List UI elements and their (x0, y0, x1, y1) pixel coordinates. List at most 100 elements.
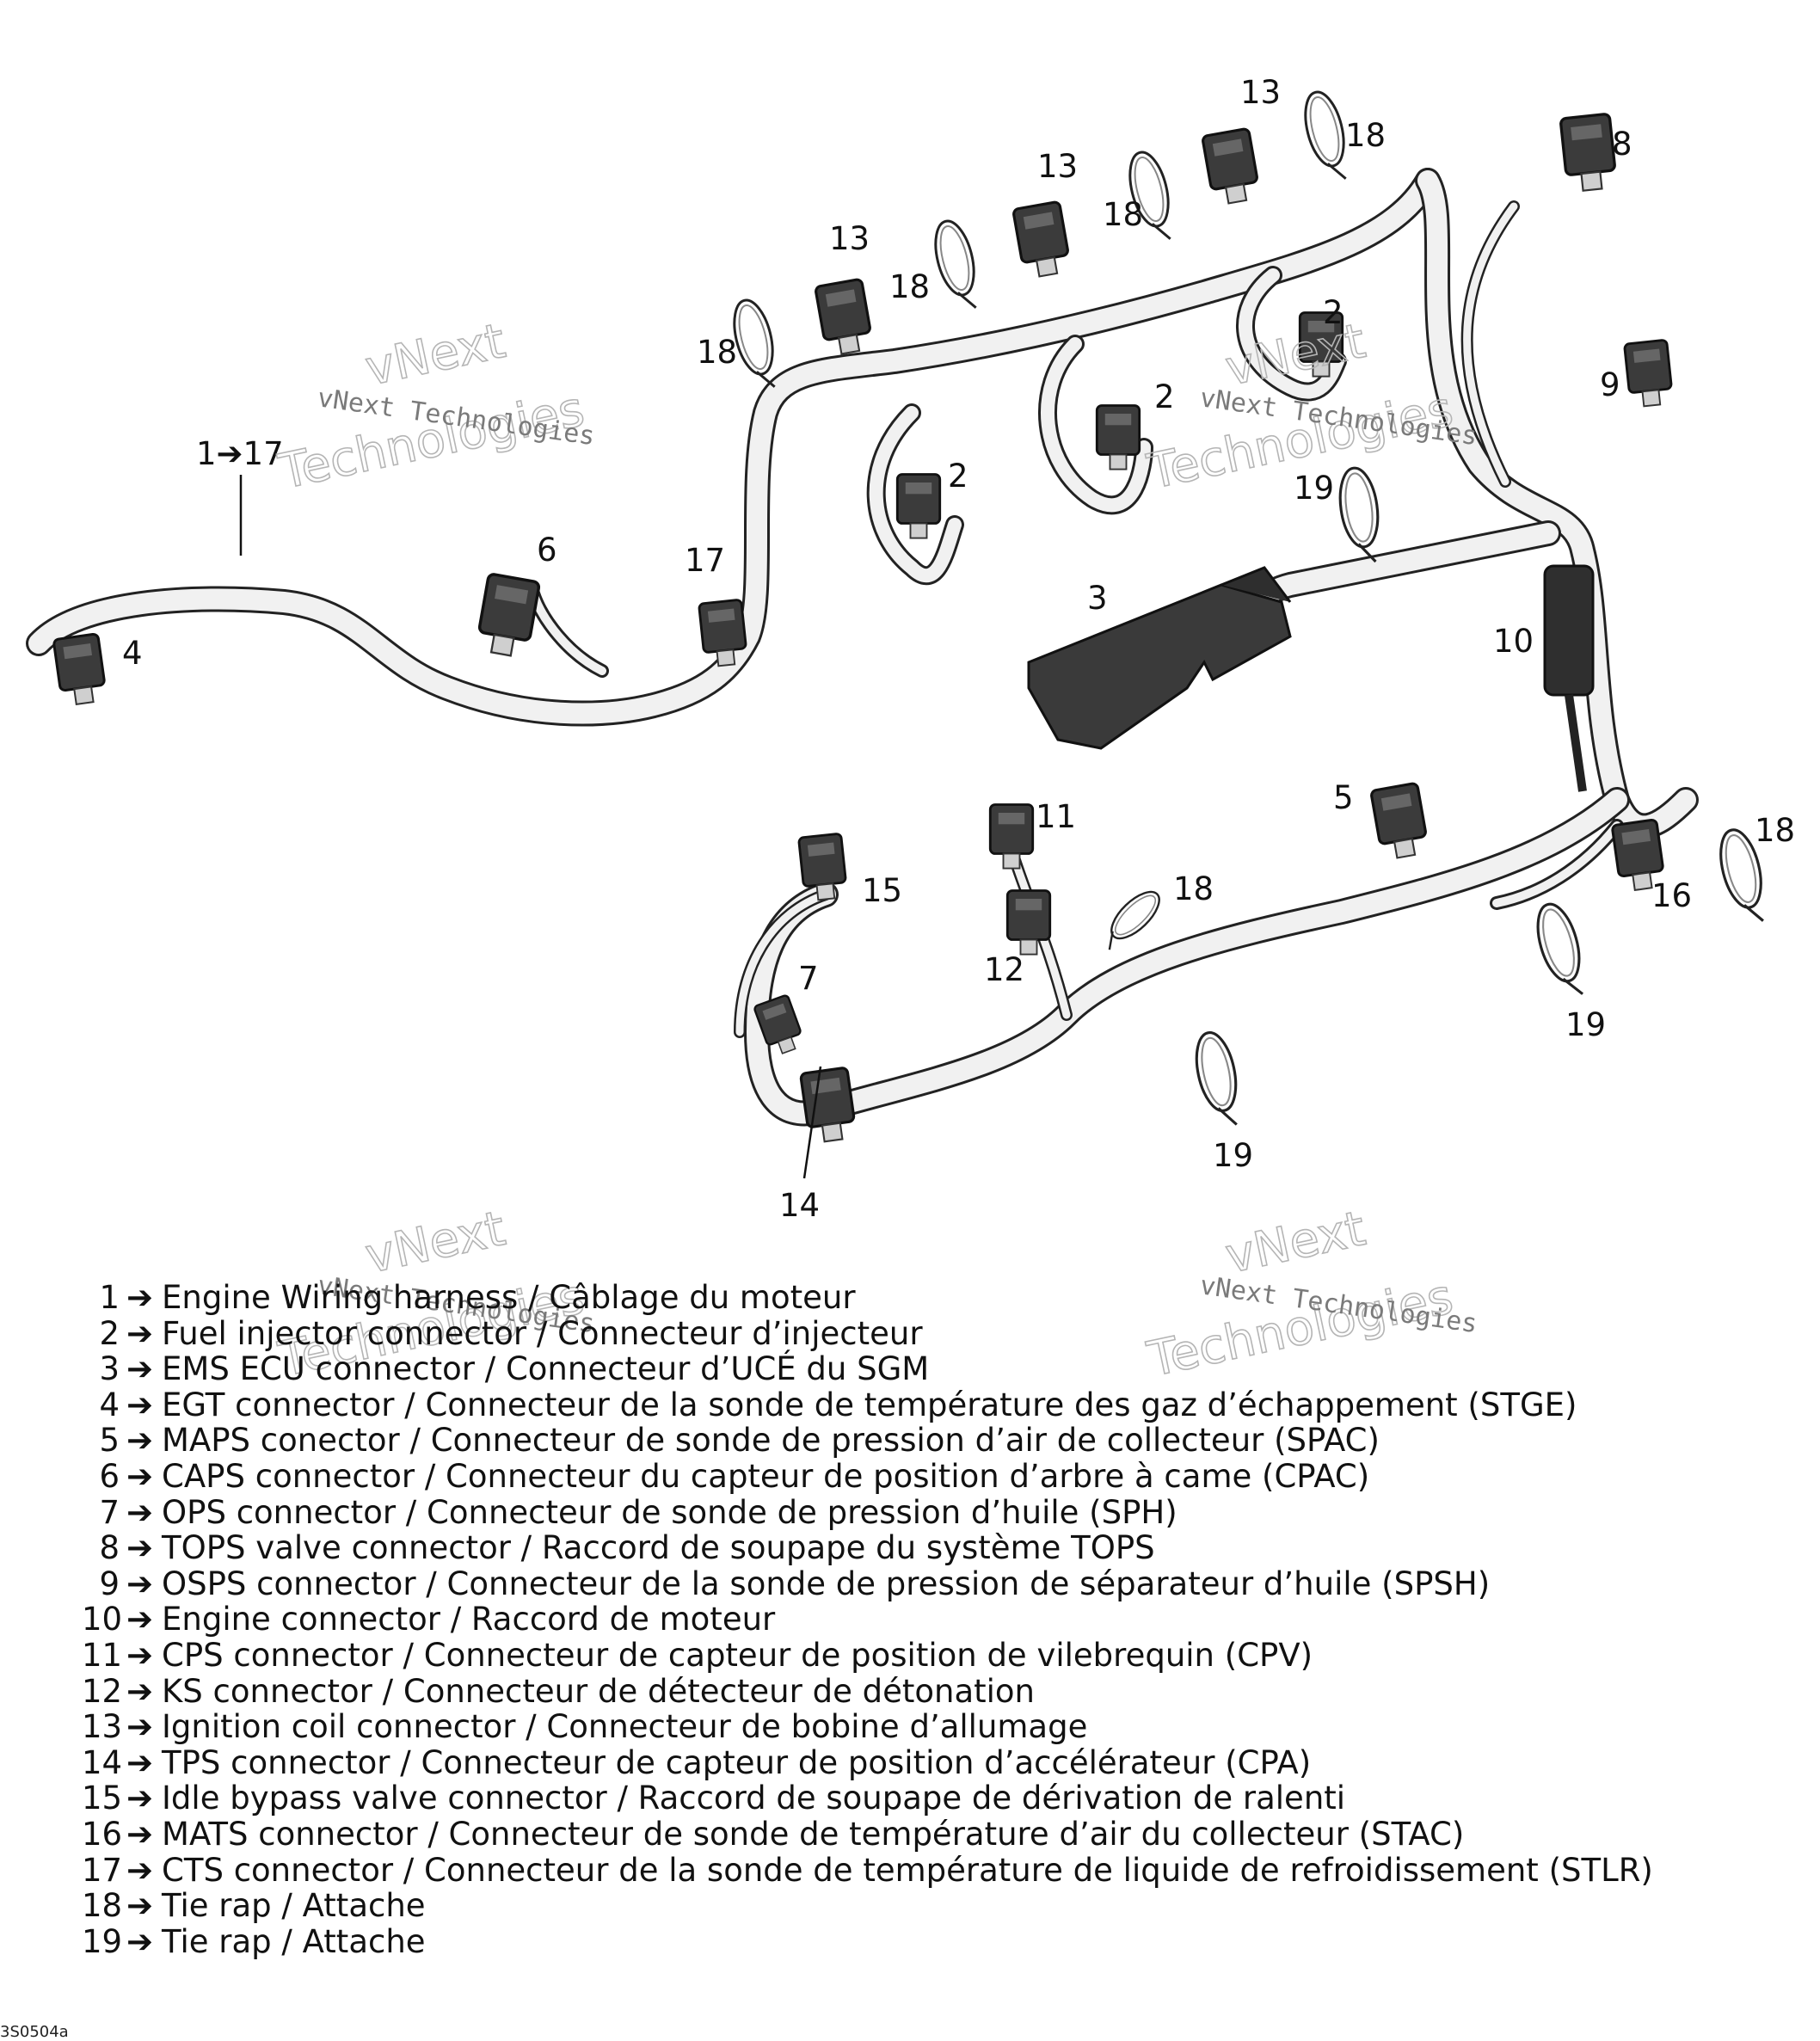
connector-2b (1095, 404, 1141, 471)
legend-item: 3➔EMS ECU connector / Connecteur d’UCÉ d… (82, 1351, 1653, 1387)
legend-item: 15➔Idle bypass valve connector / Raccord… (82, 1780, 1653, 1817)
legend-text: EGT connector / Connecteur de la sonde d… (162, 1386, 1577, 1423)
connector-6 (474, 572, 542, 661)
legend-number: 17 (82, 1851, 123, 1889)
legend-arrow: ➔ (126, 1922, 154, 1960)
svg-text:vNext: vNext (1221, 1204, 1370, 1285)
watermark-1: vNext Technologies vNext Technologies (274, 312, 597, 501)
callout-15: 15 (862, 872, 902, 909)
tie-rap-19c (1189, 1027, 1247, 1132)
legend-arrow: ➔ (126, 1350, 154, 1388)
callout-19-b: 19 (1565, 1006, 1606, 1043)
callout-18-b: 18 (889, 268, 930, 305)
callout-4: 4 (122, 635, 143, 672)
watermark-lower: vNext Technologies vNext Technologies vN… (274, 1204, 1479, 1389)
legend-item: 4➔EGT connector / Connecteur de la sonde… (82, 1387, 1653, 1423)
wiring-harness-diagram: 1➔17 4 6 17 18 13 18 13 18 13 18 8 2 2 2… (26, 74, 1795, 1224)
legend-text: Engine connector / Raccord de moteur (162, 1601, 776, 1638)
legend-arrow: ➔ (126, 1780, 154, 1817)
connector-8 (1559, 112, 1619, 194)
svg-text:vNext: vNext (360, 1204, 510, 1285)
connector-14 (799, 1066, 858, 1146)
legend-arrow: ➔ (126, 1743, 154, 1781)
legend-number: 16 (82, 1815, 123, 1853)
callout-16: 16 (1651, 877, 1692, 914)
harness-trunk (26, 168, 1699, 1127)
connector-11 (988, 803, 1035, 870)
callout-18-a: 18 (697, 334, 737, 371)
connector-9 (1623, 338, 1675, 409)
legend-number: 1 (99, 1279, 120, 1316)
legend-arrow: ➔ (126, 1457, 154, 1495)
legend-number: 9 (99, 1565, 120, 1602)
connector-5 (1369, 781, 1431, 862)
legend-text: Idle bypass valve connector / Raccord de… (162, 1780, 1346, 1817)
callout-8: 8 (1612, 126, 1632, 163)
legend-number: 14 (82, 1743, 123, 1781)
callout-18-e: 18 (1755, 812, 1795, 849)
legend-text: Ignition coil connector / Connecteur de … (162, 1708, 1088, 1746)
legend-number: 2 (99, 1314, 120, 1352)
legend-number: 13 (82, 1708, 123, 1746)
engine-connector-10 (1543, 564, 1595, 792)
legend-text: MATS connector / Connecteur de sonde de … (162, 1815, 1465, 1853)
legend-text: TPS connector / Connecteur de capteur de… (162, 1743, 1312, 1781)
connector-4 (52, 632, 108, 708)
legend-text: OSPS connector / Connecteur de la sonde … (162, 1565, 1491, 1602)
legend-arrow: ➔ (126, 1851, 154, 1889)
legend-item: 19➔Tie rap / Attache (82, 1924, 1653, 1960)
legend-item: 6➔CAPS connector / Connecteur du capteur… (82, 1459, 1653, 1495)
callout-5: 5 (1333, 779, 1354, 816)
legend-arrow: ➔ (126, 1565, 154, 1602)
connector-13c (1201, 126, 1263, 207)
callout-10: 10 (1493, 623, 1534, 660)
legend-number: 7 (99, 1493, 120, 1531)
legend-text: Tie rap / Attache (162, 1922, 426, 1960)
legend-arrow: ➔ (126, 1601, 154, 1638)
legend-text: KS connector / Connecteur de détecteur d… (162, 1672, 1036, 1710)
callout-19-c: 19 (1213, 1137, 1253, 1174)
legend-arrow: ➔ (126, 1672, 154, 1710)
legend-number: 6 (99, 1457, 120, 1495)
callout-7: 7 (798, 960, 819, 997)
legend-item: 14➔TPS connector / Connecteur de capteur… (82, 1745, 1653, 1781)
callout-13-a: 13 (829, 220, 870, 257)
callout-6: 6 (537, 532, 557, 569)
legend-text: Engine Wiring harness / Câblage du moteu… (162, 1279, 856, 1316)
legend-text: EMS ECU connector / Connecteur d’UCÉ du … (162, 1350, 930, 1388)
legend-item: 2➔Fuel injector connector / Connecteur d… (82, 1314, 1653, 1352)
legend-arrow: ➔ (126, 1887, 154, 1925)
legend-number: 11 (82, 1636, 123, 1674)
parts-legend: 1➔Engine Wiring harness / Câblage du mot… (82, 1280, 1653, 1959)
leader-lines (239, 475, 822, 1179)
callouts: 1➔17 4 6 17 18 13 18 13 18 13 18 8 2 2 2… (122, 74, 1795, 1224)
legend-number: 18 (82, 1887, 123, 1925)
legend-item: 5➔MAPS conector / Connecteur de sonde de… (82, 1423, 1653, 1459)
callout-19-a: 19 (1294, 470, 1334, 507)
tie-rap-18e (1094, 882, 1168, 956)
callout-18-d: 18 (1345, 117, 1386, 154)
connector-13b (1011, 200, 1073, 280)
callout-1-17: 1➔17 (196, 435, 284, 472)
legend-text: Fuel injector connector / Connecteur d’i… (162, 1314, 923, 1352)
callout-14: 14 (779, 1187, 820, 1224)
tie-rap-19b (1528, 898, 1593, 1003)
callout-2-c: 2 (1323, 294, 1343, 331)
legend-number: 3 (99, 1350, 120, 1388)
figure-code: 3S0504a (0, 2023, 69, 2041)
legend-item: 18➔Tie rap / Attache (82, 1888, 1653, 1924)
callout-2-a: 2 (948, 458, 968, 495)
legend-number: 5 (99, 1422, 120, 1460)
callout-18-c: 18 (1103, 196, 1143, 233)
legend-item: 10➔Engine connector / Raccord de moteur (82, 1601, 1653, 1638)
connector-2a (895, 473, 942, 540)
callout-2-b: 2 (1154, 378, 1175, 415)
callout-12: 12 (984, 951, 1024, 988)
legend-arrow: ➔ (126, 1314, 154, 1352)
legend-arrow: ➔ (126, 1529, 154, 1567)
legend-item: 12➔KS connector / Connecteur de détecteu… (82, 1672, 1653, 1710)
legend-item: 7➔OPS connector / Connecteur de sonde de… (82, 1493, 1653, 1531)
legend-number: 19 (82, 1922, 123, 1960)
legend-text: CAPS connector / Connecteur du capteur d… (162, 1457, 1370, 1495)
legend-arrow: ➔ (126, 1708, 154, 1746)
